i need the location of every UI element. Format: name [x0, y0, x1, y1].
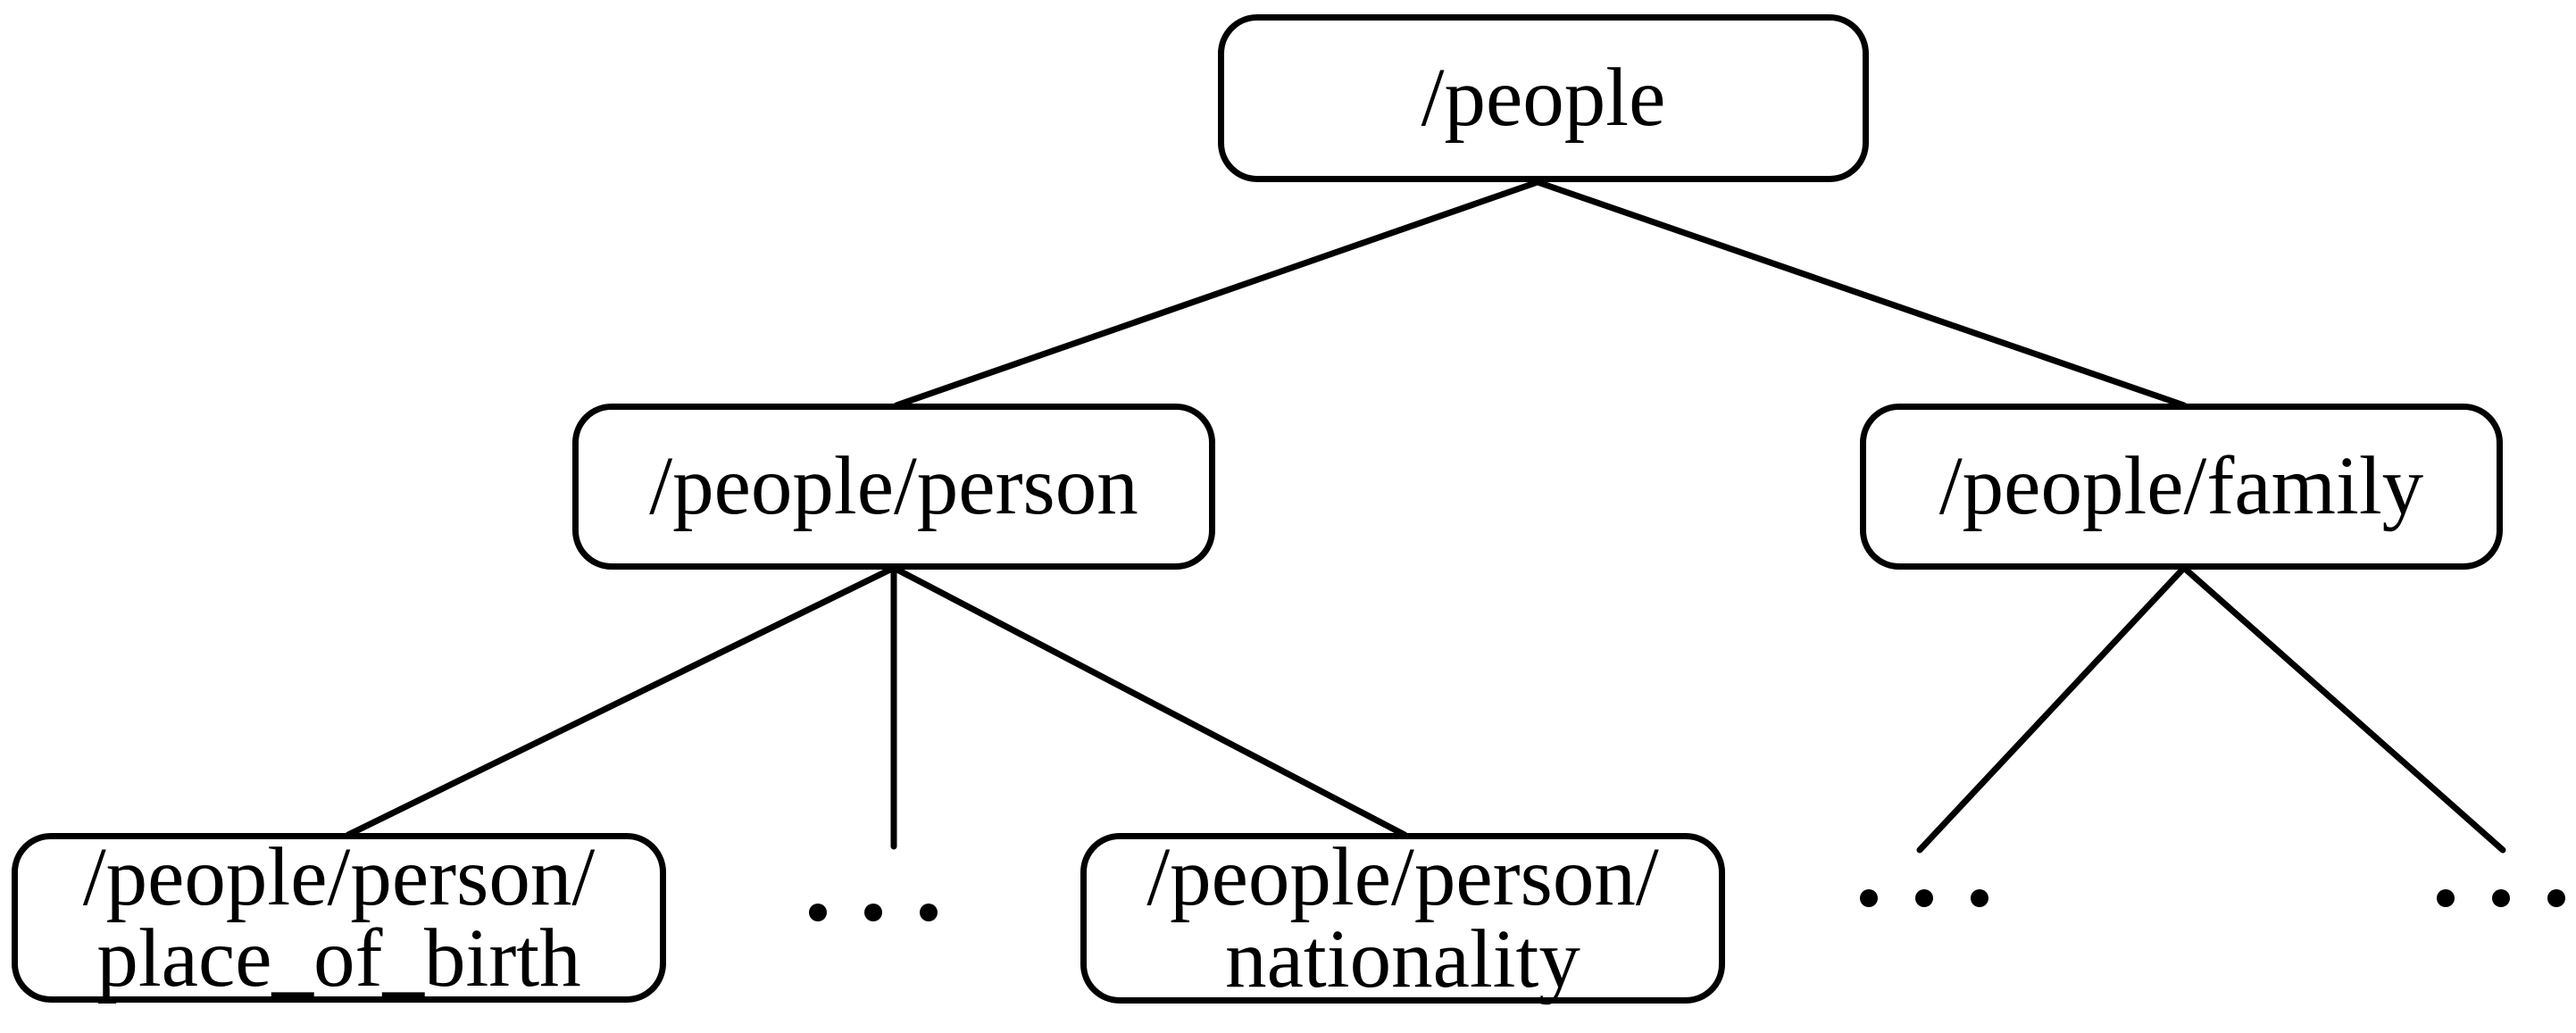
edge-family-ellipsis-right — [2180, 564, 2506, 854]
edge-person-nationality — [890, 564, 1408, 838]
node-people: /people — [1218, 14, 1869, 182]
edge-family-ellipsis-left — [1916, 564, 2188, 854]
dot-icon — [1971, 889, 1988, 907]
dot-icon — [2547, 889, 2565, 907]
node-people-person: /people/person — [572, 404, 1215, 570]
ellipsis-icon: ... — [2437, 889, 2565, 907]
dot-icon — [2437, 889, 2455, 907]
node-people-family: /people/family — [1860, 404, 2503, 570]
ellipsis-icon: ... — [809, 904, 938, 921]
dot-icon — [2492, 889, 2510, 907]
dot-icon — [920, 904, 938, 921]
dot-icon — [864, 904, 882, 921]
node-people-label: /people — [1421, 52, 1666, 145]
dot-icon — [809, 904, 827, 921]
node-people-person-label: /people/person — [649, 440, 1138, 533]
node-nationality: /people/person/ nationality — [1080, 833, 1725, 1004]
dot-icon — [1860, 889, 1878, 907]
edge-root-person — [893, 179, 1541, 409]
node-nationality-label: /people/person/ nationality — [1146, 831, 1659, 1005]
node-place-of-birth: /people/person/ place_of_birth — [12, 833, 666, 1003]
node-place-of-birth-label: /people/person/ place_of_birth — [82, 830, 596, 1004]
edge-root-family — [1534, 179, 2188, 409]
dot-icon — [1915, 889, 1933, 907]
ellipsis-icon: ... — [1860, 889, 1988, 907]
node-people-family-label: /people/family — [1938, 440, 2424, 533]
edge-person-place-of-birth — [345, 564, 897, 838]
